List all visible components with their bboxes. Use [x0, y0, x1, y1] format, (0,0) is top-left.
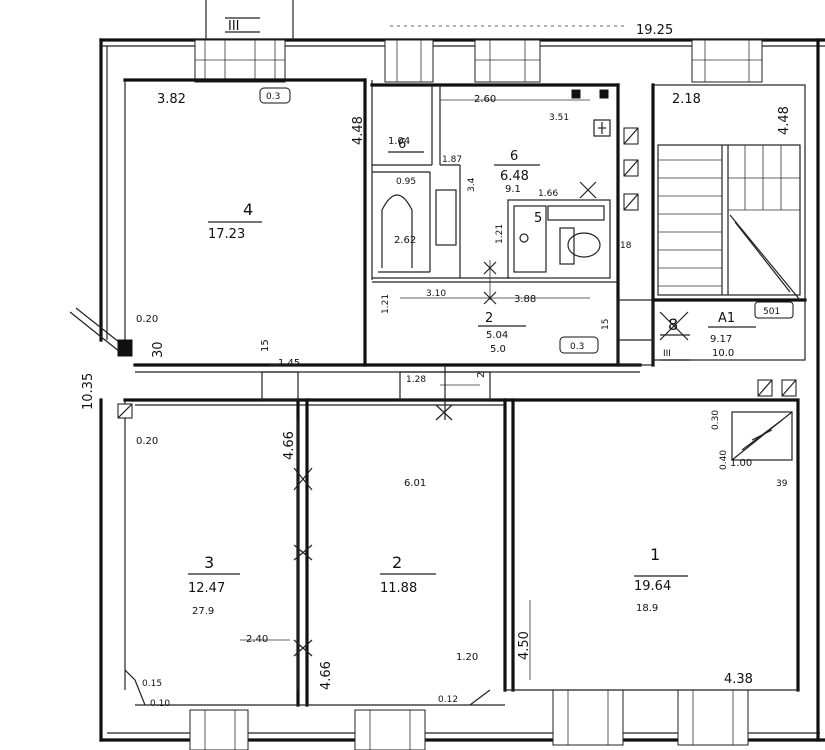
- svg-text:8: 8: [668, 315, 678, 334]
- dim-4-66-a: 4.66: [282, 431, 297, 460]
- dim-30: 30: [151, 341, 166, 358]
- svg-text:3: 3: [204, 553, 214, 572]
- dim-2-60: 2.60: [474, 94, 496, 105]
- dim-4-50: 4.50: [517, 631, 532, 660]
- overall-width-dimension: 19.25: [390, 23, 673, 38]
- svg-text:5: 5: [534, 211, 542, 226]
- vent-symbols: [117, 127, 797, 419]
- svg-text:11.88: 11.88: [380, 581, 417, 596]
- dim-1-20: 1.20: [456, 652, 478, 663]
- room-stair-label: 8 A1 9.17 10.0: [668, 311, 756, 359]
- room-2-corridor-label: 2 5.04 5.0: [478, 311, 526, 355]
- dim-15-b: 15: [601, 319, 611, 330]
- svg-text:9.1: 9.1: [505, 184, 521, 195]
- dim-15: 15: [260, 339, 271, 352]
- dim-0-95: 0.95: [396, 177, 416, 187]
- dim-1-21-b: 1.21: [381, 294, 391, 314]
- svg-text:2.62: 2.62: [394, 235, 416, 246]
- overall-height-dimension: 10.35: [69, 307, 125, 410]
- room-2-label: 2 11.88: [380, 553, 436, 596]
- dim-2-18: 2.18: [672, 92, 701, 107]
- dim-1-87: 1.87: [442, 155, 462, 165]
- svg-text:5.0: 5.0: [490, 344, 506, 355]
- svg-text:4: 4: [243, 200, 253, 219]
- svg-text:5.04: 5.04: [486, 330, 508, 341]
- room-4-label: 4 17.23: [208, 200, 262, 242]
- dim-0-15: 0.15: [142, 679, 162, 689]
- staircase: III: [651, 83, 807, 367]
- dim-4-38: 4.38: [724, 672, 753, 687]
- interior-walls-upper: [123, 78, 642, 373]
- room-6-top-label: 6 1.04: [388, 136, 424, 153]
- corridor-right: [617, 299, 654, 366]
- dim-4-48-b: 4.48: [777, 106, 792, 135]
- svg-text:1: 1: [650, 545, 660, 564]
- dim-1-28: 1.28: [406, 375, 426, 385]
- tag-corridor: 0.3: [559, 336, 599, 354]
- room-pantry-label: 2.62: [394, 235, 416, 246]
- dim-3-51: 3.51: [549, 113, 569, 123]
- section-label-right: III: [663, 349, 671, 359]
- dim-0-30: 0.30: [711, 410, 721, 430]
- dim-3-4: 3.4: [467, 177, 477, 192]
- room-5-label: 5: [534, 211, 542, 226]
- dim-18: 18: [620, 241, 632, 251]
- svg-text:17.23: 17.23: [208, 227, 245, 242]
- dim-3-10: 3.10: [426, 289, 446, 299]
- dim-2-40: 2.40: [246, 634, 268, 645]
- svg-text:6: 6: [398, 137, 406, 152]
- svg-text:6: 6: [510, 149, 518, 164]
- svg-text:501: 501: [763, 307, 780, 317]
- overall-width-label: 19.25: [636, 23, 673, 38]
- svg-text:A1: A1: [718, 311, 735, 326]
- svg-text:2: 2: [485, 311, 493, 326]
- dim-0-10: 0.10: [150, 699, 170, 709]
- room-6-label: 6 6.48 9.1: [494, 149, 540, 195]
- svg-text:18.9: 18.9: [636, 603, 658, 614]
- dimension-labels: 3.82 4.48 2.60 3.51 2.18 4.48 1.87 0.95 …: [136, 92, 792, 709]
- svg-text:0.3: 0.3: [266, 92, 280, 102]
- dim-2: 2: [476, 372, 487, 378]
- tag-top: 0.3: [259, 87, 291, 104]
- svg-text:12.47: 12.47: [188, 581, 225, 596]
- svg-text:19.64: 19.64: [634, 579, 671, 594]
- dim-3-88: 3.88: [514, 294, 536, 305]
- tag-stair: 501: [754, 301, 794, 319]
- svg-text:27.9: 27.9: [192, 606, 214, 617]
- windows-bottom: [189, 689, 749, 750]
- dim-0-20-b: 0.20: [136, 436, 158, 447]
- section-label-top: III: [228, 19, 240, 34]
- dim-0-12: 0.12: [438, 695, 458, 705]
- svg-text:9.17: 9.17: [710, 334, 732, 345]
- room-1-label: 1 19.64 18.9: [634, 545, 688, 614]
- svg-text:2: 2: [392, 553, 402, 572]
- dim-0-20-a: 0.20: [136, 314, 158, 325]
- dim-4-48-a: 4.48: [351, 116, 366, 145]
- dim-0-40: 0.40: [719, 450, 729, 470]
- dimension-lines: [240, 99, 597, 690]
- svg-text:1.04: 1.04: [388, 136, 410, 147]
- dim-1-66: 1.66: [538, 189, 558, 199]
- dim-1-00: 1.00: [730, 458, 752, 469]
- room-3-label: 3 12.47 27.9: [188, 553, 240, 617]
- svg-text:10.0: 10.0: [712, 348, 734, 359]
- section-marker-top: III: [205, 0, 294, 40]
- dim-1-21-a: 1.21: [495, 224, 505, 244]
- svg-text:6.48: 6.48: [500, 169, 529, 184]
- windows-top: [194, 39, 763, 83]
- overall-height-label: 10.35: [81, 373, 96, 410]
- dim-3-82: 3.82: [157, 92, 186, 107]
- dim-39: 39: [776, 479, 788, 489]
- dim-1-45: 1.45: [278, 358, 300, 369]
- dim-6-01: 6.01: [404, 478, 426, 489]
- svg-text:0.3: 0.3: [570, 342, 584, 352]
- dim-4-66-b: 4.66: [319, 661, 334, 690]
